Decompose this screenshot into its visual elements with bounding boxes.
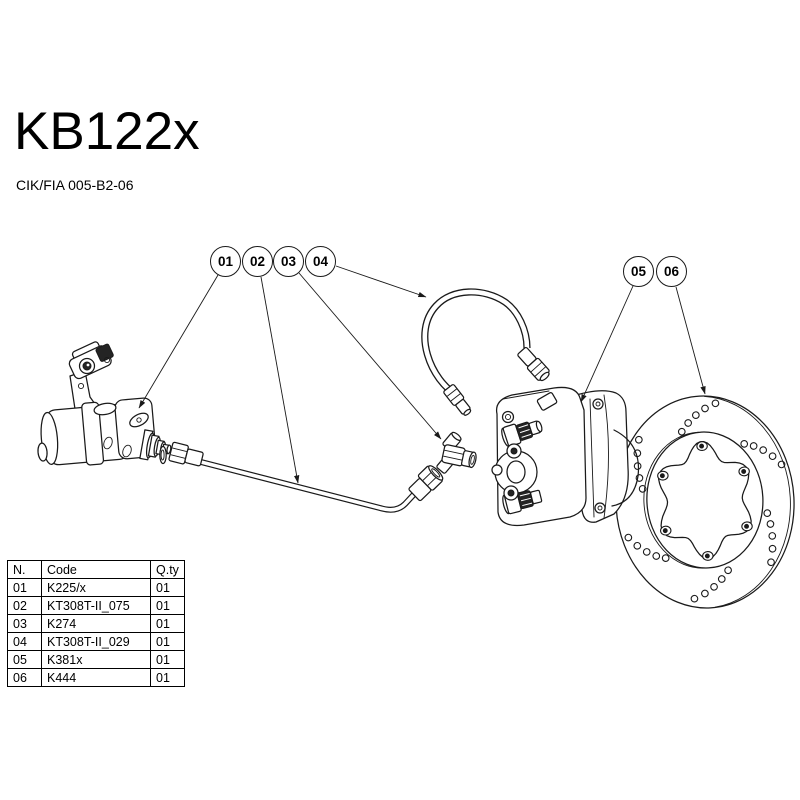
cell-qty: 01: [150, 578, 185, 597]
brake-pipe-drawing: [159, 441, 444, 513]
cell-qty: 01: [150, 650, 185, 669]
balloon-01-label: 01: [217, 254, 234, 269]
cell-qty: 01: [150, 668, 185, 687]
table-row: 06 K444 01: [7, 668, 185, 687]
header-n: N.: [7, 560, 42, 579]
table-row: 02 KT308T-II_075 01: [7, 596, 185, 615]
parts-table: N. Code Q.ty 01 K225/x 01 02 KT308T-II_0…: [7, 560, 185, 687]
master-cylinder-drawing: [37, 341, 172, 466]
cell-n: 04: [7, 632, 42, 651]
header-qty: Q.ty: [150, 560, 185, 579]
table-row: 03 K274 01: [7, 614, 185, 633]
cell-n: 02: [7, 596, 42, 615]
cell-qty: 01: [150, 632, 185, 651]
balloon-03-label: 03: [280, 254, 297, 269]
homologation-code: CIK/FIA 005-B2-06: [16, 177, 134, 193]
cell-code: K444: [41, 668, 151, 687]
header-code: Code: [41, 560, 151, 579]
balloon-04-label: 04: [312, 254, 329, 269]
cell-n: 05: [7, 650, 42, 669]
parts-table-header-row: N. Code Q.ty: [7, 560, 185, 579]
cell-qty: 01: [150, 614, 185, 633]
cell-n: 01: [7, 578, 42, 597]
page-title: KB122x: [14, 102, 200, 161]
brake-hose-drawing: [421, 288, 550, 416]
cell-code: K225/x: [41, 578, 151, 597]
cell-n: 03: [7, 614, 42, 633]
balloon-01: 01: [210, 246, 241, 277]
table-row: 05 K381x 01: [7, 650, 185, 669]
cell-qty: 01: [150, 596, 185, 615]
balloon-04: 04: [305, 246, 336, 277]
table-row: 01 K225/x 01: [7, 578, 185, 597]
brake-disc-drawing: [615, 395, 795, 609]
cell-code: KT308T-II_075: [41, 596, 151, 615]
balloon-05-label: 05: [630, 264, 647, 279]
table-row: 04 KT308T-II_029 01: [7, 632, 185, 651]
leader-lines: [138, 265, 706, 484]
balloon-02-label: 02: [249, 254, 266, 269]
balloon-05: 05: [623, 256, 654, 287]
cell-code: K381x: [41, 650, 151, 669]
balloon-02: 02: [242, 246, 273, 277]
cell-code: KT308T-II_029: [41, 632, 151, 651]
cell-code: K274: [41, 614, 151, 633]
balloon-03: 03: [273, 246, 304, 277]
caliper-drawing: [491, 386, 640, 527]
cell-n: 06: [7, 668, 42, 687]
elbow-fitting-drawing: [436, 431, 477, 474]
balloon-06-label: 06: [663, 264, 680, 279]
balloon-06: 06: [656, 256, 687, 287]
